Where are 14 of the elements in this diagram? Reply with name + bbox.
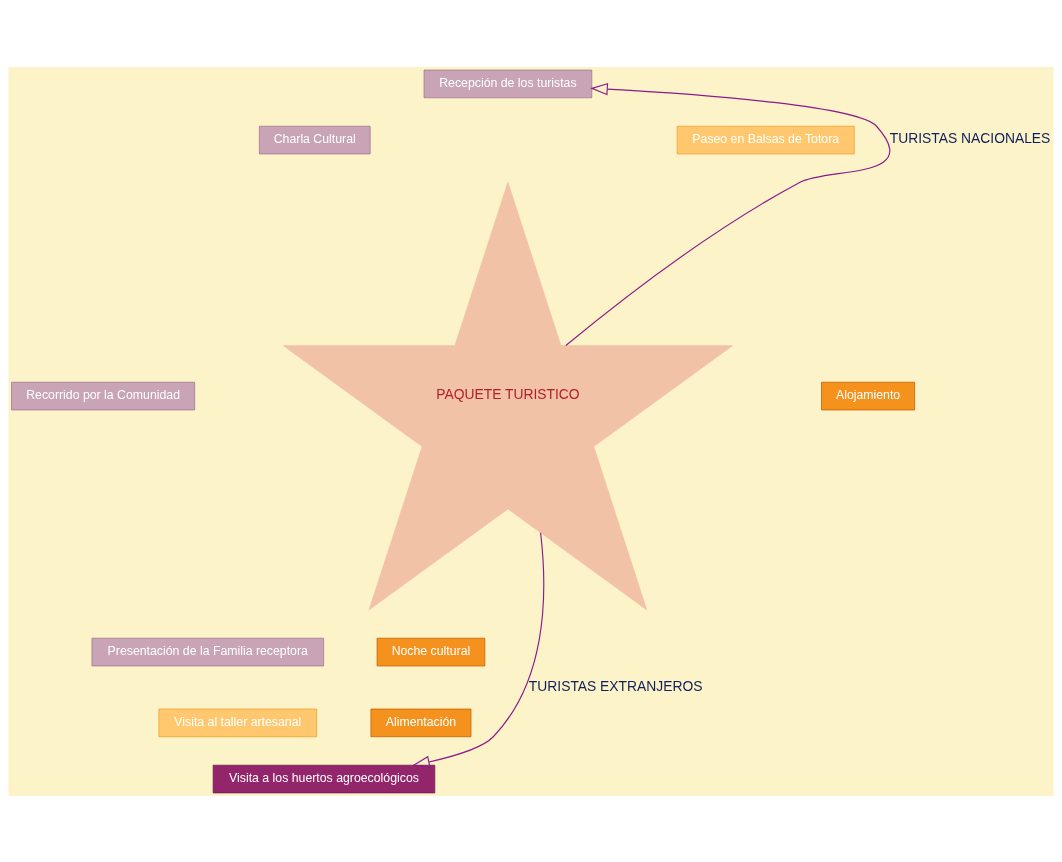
node-box: Alimentación [370,708,472,737]
node-box: Visita al taller artesanal [158,708,318,737]
node-box: Paseo en Balsas de Totora [676,125,855,154]
node-box: Recepción de los turistas [423,69,593,98]
edge-label: TURISTAS EXTRANJEROS [528,677,703,694]
node-box: Recorrido por la Comunidad [11,381,196,410]
arrow [565,82,891,346]
node-box: Presentación de la Familia receptora [91,637,324,666]
node-box: Alojamiento [821,381,916,410]
arrow [412,531,545,768]
edge-label: TURISTAS NACIONALES [889,130,1051,146]
node-box: Visita a los huertos agroecológicos [212,764,436,793]
node-box: Charla Cultural [258,125,371,154]
node-box: Noche cultural [376,637,486,666]
